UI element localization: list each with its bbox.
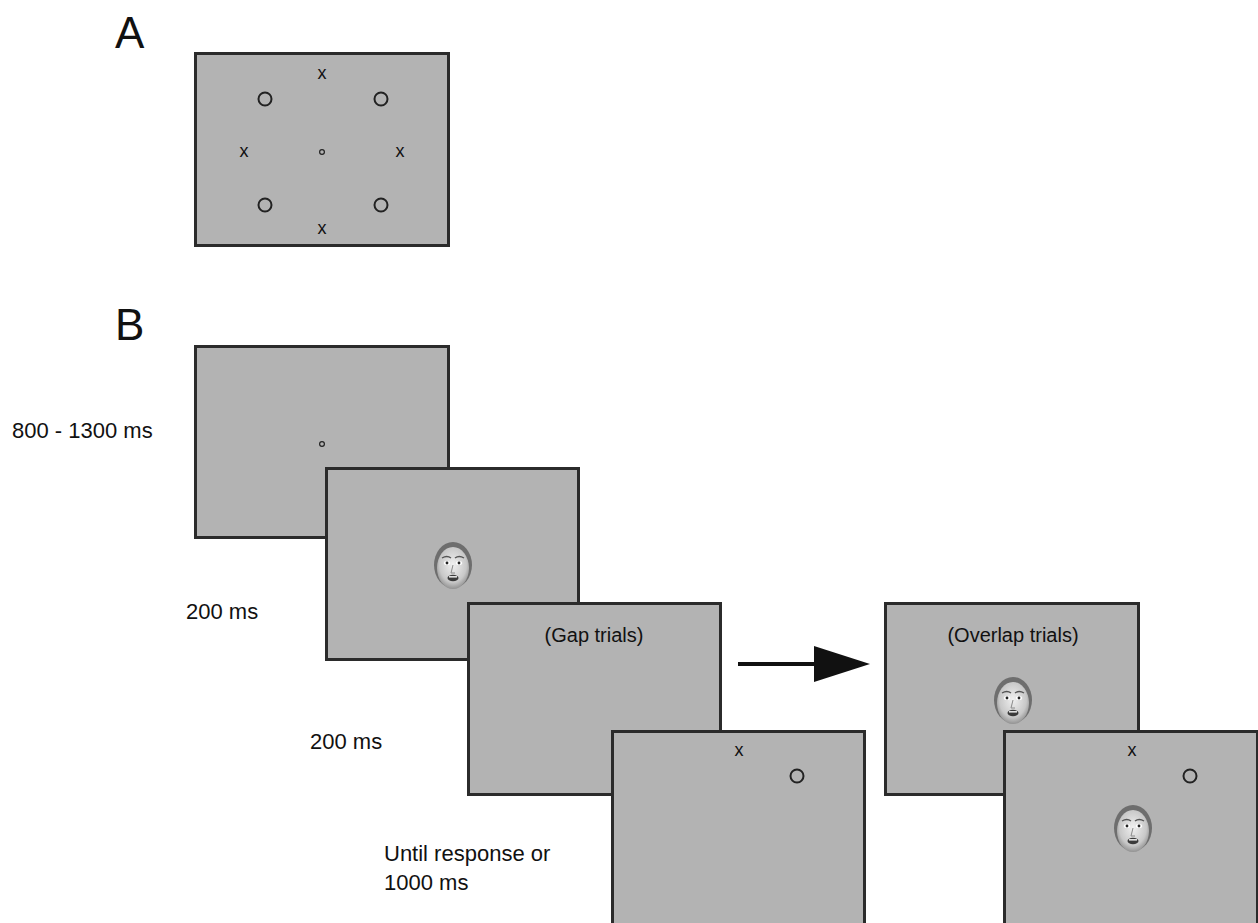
target-circle xyxy=(791,770,804,783)
target-symbol: x xyxy=(318,218,327,239)
face-picture xyxy=(434,542,472,589)
overlap-target-screen xyxy=(1005,732,1258,923)
sequence-arrow xyxy=(738,646,870,682)
target-circles xyxy=(259,93,388,212)
panel-letter: A xyxy=(115,4,144,61)
overlap-target-screen: x xyxy=(1003,730,1258,923)
duration-label: 200 ms xyxy=(186,598,258,627)
face-picture xyxy=(994,677,1032,724)
duration-label: 200 ms xyxy=(310,728,382,757)
gap-target-screen xyxy=(613,732,865,923)
fixation-dot xyxy=(320,442,325,447)
target-symbol: x xyxy=(735,740,744,761)
fixation-dot xyxy=(320,150,325,155)
trial-type-label: (Overlap trials) xyxy=(947,624,1078,647)
face-picture xyxy=(1114,805,1152,852)
duration-label: Until response or 1000 ms xyxy=(384,840,589,897)
trial-type-label: (Gap trials) xyxy=(545,624,644,647)
target-symbol: x xyxy=(396,141,405,162)
panel-letter: B xyxy=(115,296,144,353)
target-symbol: x xyxy=(240,141,249,162)
screen-a xyxy=(196,54,449,246)
duration-label: 800 - 1300 ms xyxy=(12,417,153,446)
target-symbol: x xyxy=(318,63,327,84)
target-circle xyxy=(1184,770,1197,783)
target-symbol: x xyxy=(1128,740,1137,761)
gap-screen: (Gap trials) xyxy=(467,602,722,796)
overlap-screen: (Overlap trials) xyxy=(884,602,1140,796)
gap-target-screen: x xyxy=(611,730,866,923)
stimulus-layout-screen: x x x x xyxy=(194,52,450,247)
